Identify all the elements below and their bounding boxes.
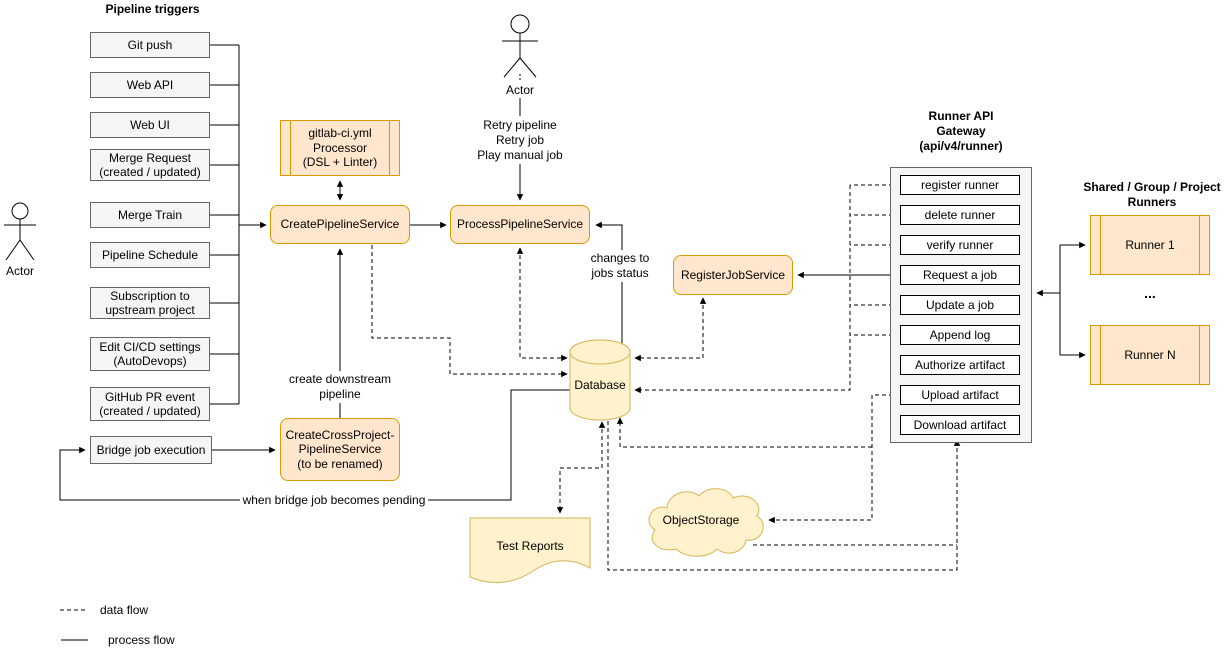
legend-process-flow-label: process flow [108,632,175,647]
trigger-merge-train: Merge Train [90,202,210,228]
annotation-changes-to-jobs-status: changes to jobs status [584,250,656,282]
actor-left-label: Actor [5,263,34,278]
create-cross-project-pipeline-service: CreateCrossProject- PipelineService (to … [280,418,400,481]
data-createpipeline-to-db [371,245,568,378]
endpoint-request-a-job: Request a job [900,265,1020,285]
endpoint-upload-artifact: Upload artifact [900,385,1020,405]
data-upload-to-db [616,417,872,448]
test-reports-document [469,517,591,583]
objectstorage-label: ObjectStorage [662,512,740,527]
gitlab-ci-processor: gitlab-ci.yml Processor (DSL + Linter) [280,120,400,176]
data-registerjob-db [634,297,707,362]
annotation-when-bridge-pending: when bridge job becomes pending [240,492,428,508]
trigger-github-pr: GitHub PR event (created / updated) [90,387,210,421]
register-job-service: RegisterJobService [673,255,793,295]
trigger-bridge-job: Bridge job execution [90,436,212,464]
data-db-testreports [556,421,606,514]
endpoint-update-a-job: Update a job [900,295,1020,315]
actor-top-label: Actor [505,82,534,97]
shape-layer [4,14,764,583]
data-flow-wires [60,74,961,611]
annotation-retry: Retry pipeline Retry job Play manual job [470,116,570,164]
actor-icon [502,14,538,78]
trigger-web-ui: Web UI [90,112,210,138]
endpoint-register-runner: register runner [900,175,1020,195]
runners-title: Shared / Group / Project Runners [1083,180,1221,209]
trigger-git-push: Git push [90,32,210,58]
pipeline-triggers-title: Pipeline triggers [105,1,200,16]
data-processpipeline-db [516,247,568,362]
trigger-pipeline-schedule: Pipeline Schedule [90,242,210,268]
trigger-web-api: Web API [90,72,210,98]
trigger-subscription: Subscription to upstream project [90,287,210,319]
create-pipeline-service: CreatePipelineService [270,205,410,244]
data-gateway-bus-to-db [634,185,851,394]
endpoint-append-log: Append log [900,325,1020,345]
trigger-edit-cicd: Edit CI/CD settings (AutoDevops) [90,337,210,371]
flow-db-changes-to-processpipeline [595,221,623,345]
runners-ellipsis: ... [1144,285,1156,302]
endpoint-download-artifact: Download artifact [900,415,1020,435]
data-gateway-stubs [850,184,900,336]
legend-data-flow-label: data flow [100,602,149,617]
trigger-merge-request: Merge Request (created / updated) [90,149,210,181]
gateway-title: Runner API Gateway (api/v4/runner) [919,108,1003,153]
endpoint-verify-runner: verify runner [900,235,1020,255]
runner-1: Runner 1 [1090,215,1210,275]
test-reports-label: Test Reports [496,538,564,553]
process-pipeline-service: ProcessPipelineService [450,205,590,244]
objectstorage-cloud [648,488,764,557]
data-upload-to-objectstorage [768,394,900,524]
data-db-to-download [607,421,961,571]
database-label: Database [574,377,626,392]
runner-n: Runner N [1090,325,1210,385]
actor-icon [4,202,36,261]
annotation-create-downstream: create downstream pipeline [285,371,395,403]
database-cylinder-top [569,339,631,365]
flow-trigger-stubs [210,44,239,405]
endpoint-delete-runner: delete runner [900,205,1020,225]
endpoint-authorize-artifact: Authorize artifact [900,355,1020,375]
